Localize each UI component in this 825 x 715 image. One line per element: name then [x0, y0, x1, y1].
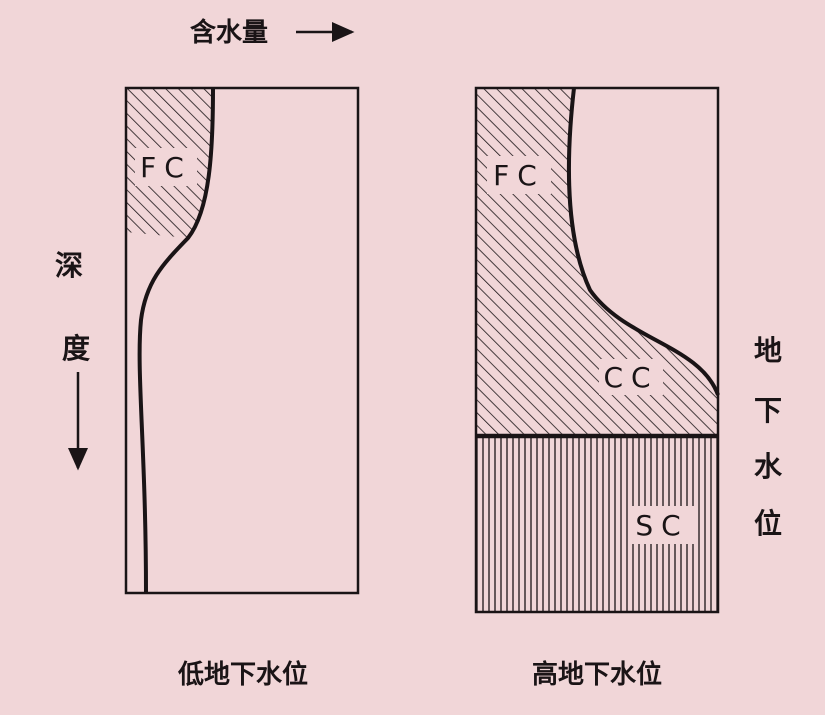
panel-frame-low	[124, 86, 360, 595]
groundwater-label-char-3: 水	[754, 450, 783, 483]
fc-label-bg-low	[135, 148, 197, 186]
panel-low-groundwater: FC 低地下水位	[124, 86, 360, 690]
depth-label-char-1: 深	[55, 249, 83, 282]
sc-label-high: SC	[635, 509, 688, 542]
groundwater-label-char-1: 地	[754, 334, 782, 367]
sc-label-bg-high	[630, 506, 694, 544]
moisture-content-label: 含水量	[190, 17, 268, 48]
panel-frame-high	[474, 86, 720, 614]
panel-high-groundwater: FC CC SC 高地下水位	[474, 86, 720, 690]
moisture-curve-high	[566, 87, 720, 396]
cc-label-bg-high	[599, 359, 663, 395]
caption-low-groundwater: 低地下水位	[177, 659, 308, 690]
depth-label-char-2: 度	[62, 332, 90, 365]
fc-label-low: FC	[140, 151, 192, 184]
groundwater-label-char-2: 下	[754, 394, 782, 427]
moisture-curve-low	[137, 87, 215, 594]
groundwater-label-char-4: 位	[754, 507, 782, 540]
fc-cc-zone-high	[476, 88, 718, 436]
fc-label-bg-high	[487, 156, 551, 194]
caption-high-groundwater: 高地下水位	[532, 659, 662, 690]
fc-label-high: FC	[493, 159, 545, 192]
cc-label-high: CC	[603, 361, 658, 394]
